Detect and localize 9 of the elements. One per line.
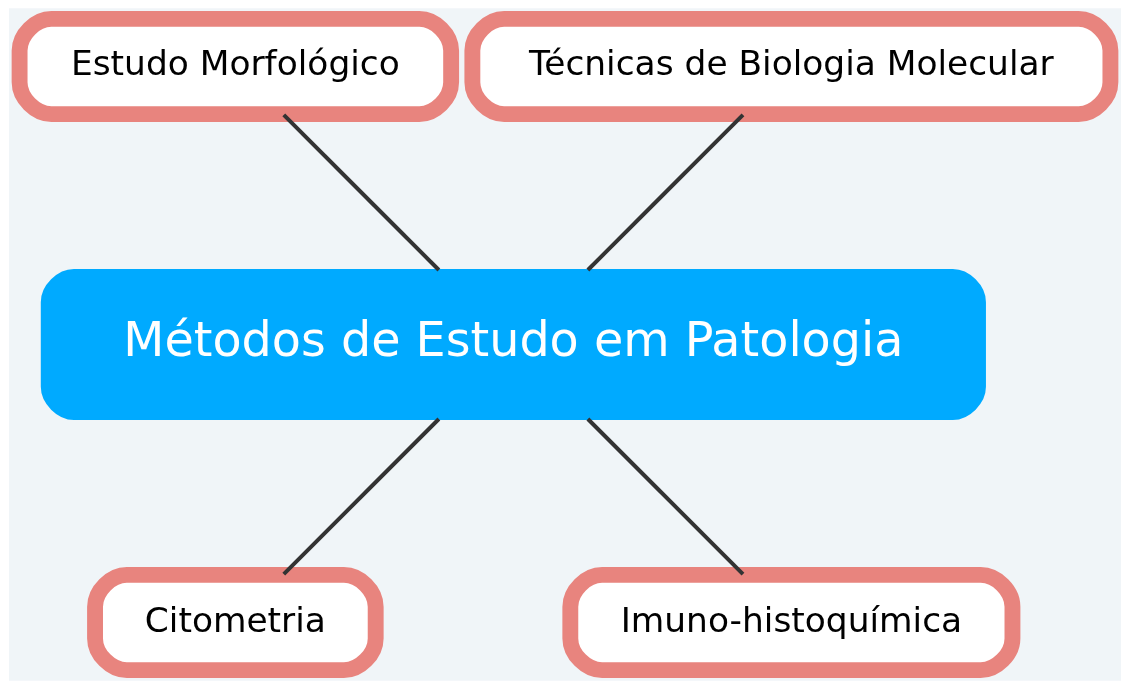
connector <box>281 113 440 272</box>
node-box: Métodos de Estudo em Patologia <box>40 269 986 420</box>
node-box: Imuno-histoquímica <box>561 566 1020 679</box>
connector <box>585 113 744 272</box>
node-box: Citometria <box>86 566 384 679</box>
node-box: Estudo Morfológico <box>11 10 459 123</box>
node-box: Técnicas de Biologia Molecular <box>463 10 1118 123</box>
connector <box>585 417 744 576</box>
connector <box>281 417 440 576</box>
